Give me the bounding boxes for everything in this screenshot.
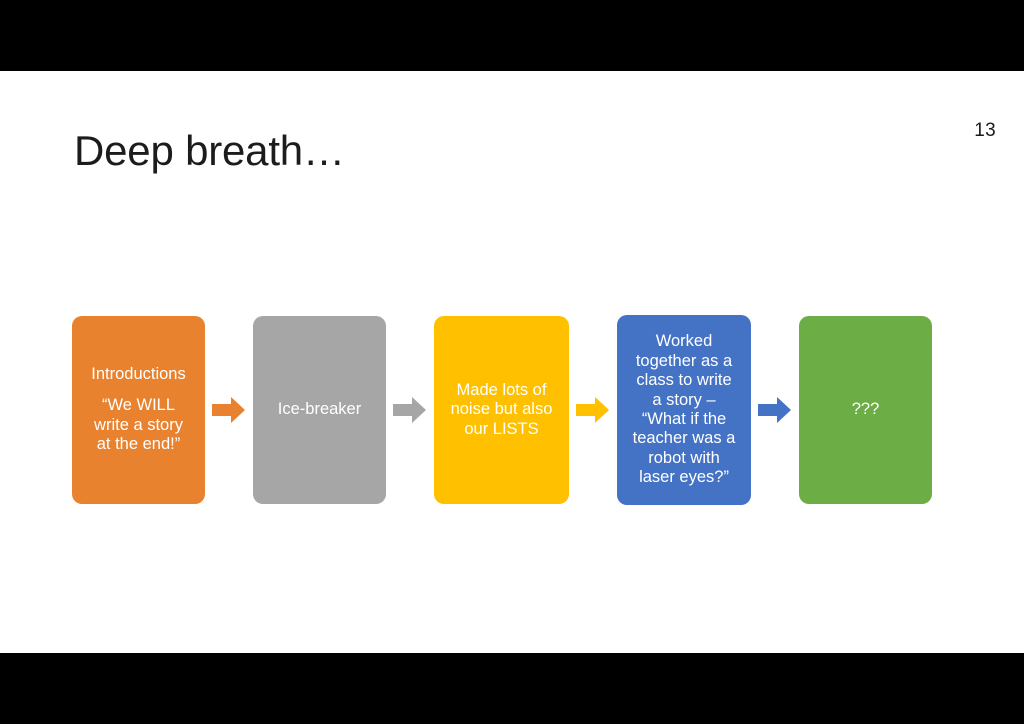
flow-step-line: at the end!”: [96, 435, 181, 454]
flow-step-line: our LISTS: [464, 419, 539, 438]
flow-step-ice-breaker: Ice-breaker: [253, 316, 386, 504]
flow-step-noise-and-lists: Made lots of noise but also our LISTS: [434, 316, 569, 504]
flow-step-line: Made lots of: [456, 380, 547, 399]
flow-step-unknown-next: ???: [799, 316, 932, 504]
arrow-right-icon-2: [386, 395, 434, 425]
flow-step-line: Worked: [655, 332, 713, 351]
letterbox-top: [0, 0, 1024, 71]
slide-number: 13: [974, 120, 996, 141]
flow-step-line: write a story: [94, 415, 183, 434]
arrow-right-shape: [576, 397, 609, 423]
arrow-right-icon-3: [569, 395, 617, 425]
flow-step-line: Introductions: [91, 365, 186, 384]
flow-step-line: noise but also: [450, 400, 553, 419]
arrow-right-shape: [212, 397, 245, 423]
flow-step-line: laser eyes?”: [639, 468, 729, 487]
flow-step-line: teacher was a: [632, 429, 736, 448]
arrow-right-icon-1: [205, 395, 253, 425]
letterbox-bottom: [0, 653, 1024, 724]
flow-step-line: class to write: [636, 371, 732, 390]
page-title: Deep breath…: [74, 127, 345, 174]
flow-step-line: a story –: [652, 390, 716, 409]
flow-step-line: ???: [851, 400, 880, 419]
arrow-right-shape: [393, 397, 426, 423]
flow-step-line: robot with: [648, 448, 720, 467]
slide-canvas: 13 Deep breath… Introductions “We WILL w…: [0, 71, 1024, 653]
flow-step-spacer: [80, 385, 197, 397]
arrow-right-shape: [758, 397, 791, 423]
flow-step-line: “What if the: [641, 410, 727, 428]
flow-step-line: “We WILL: [101, 396, 176, 415]
flow-step-line: Ice-breaker: [277, 400, 362, 419]
flow-step-introductions: Introductions “We WILL write a story at …: [72, 316, 205, 504]
arrow-right-icon-4: [751, 395, 799, 425]
flow-step-line: together as a: [635, 351, 733, 370]
flow-step-class-story: Worked together as a class to write a st…: [617, 315, 751, 505]
process-flow-diagram: Introductions “We WILL write a story at …: [72, 315, 954, 505]
